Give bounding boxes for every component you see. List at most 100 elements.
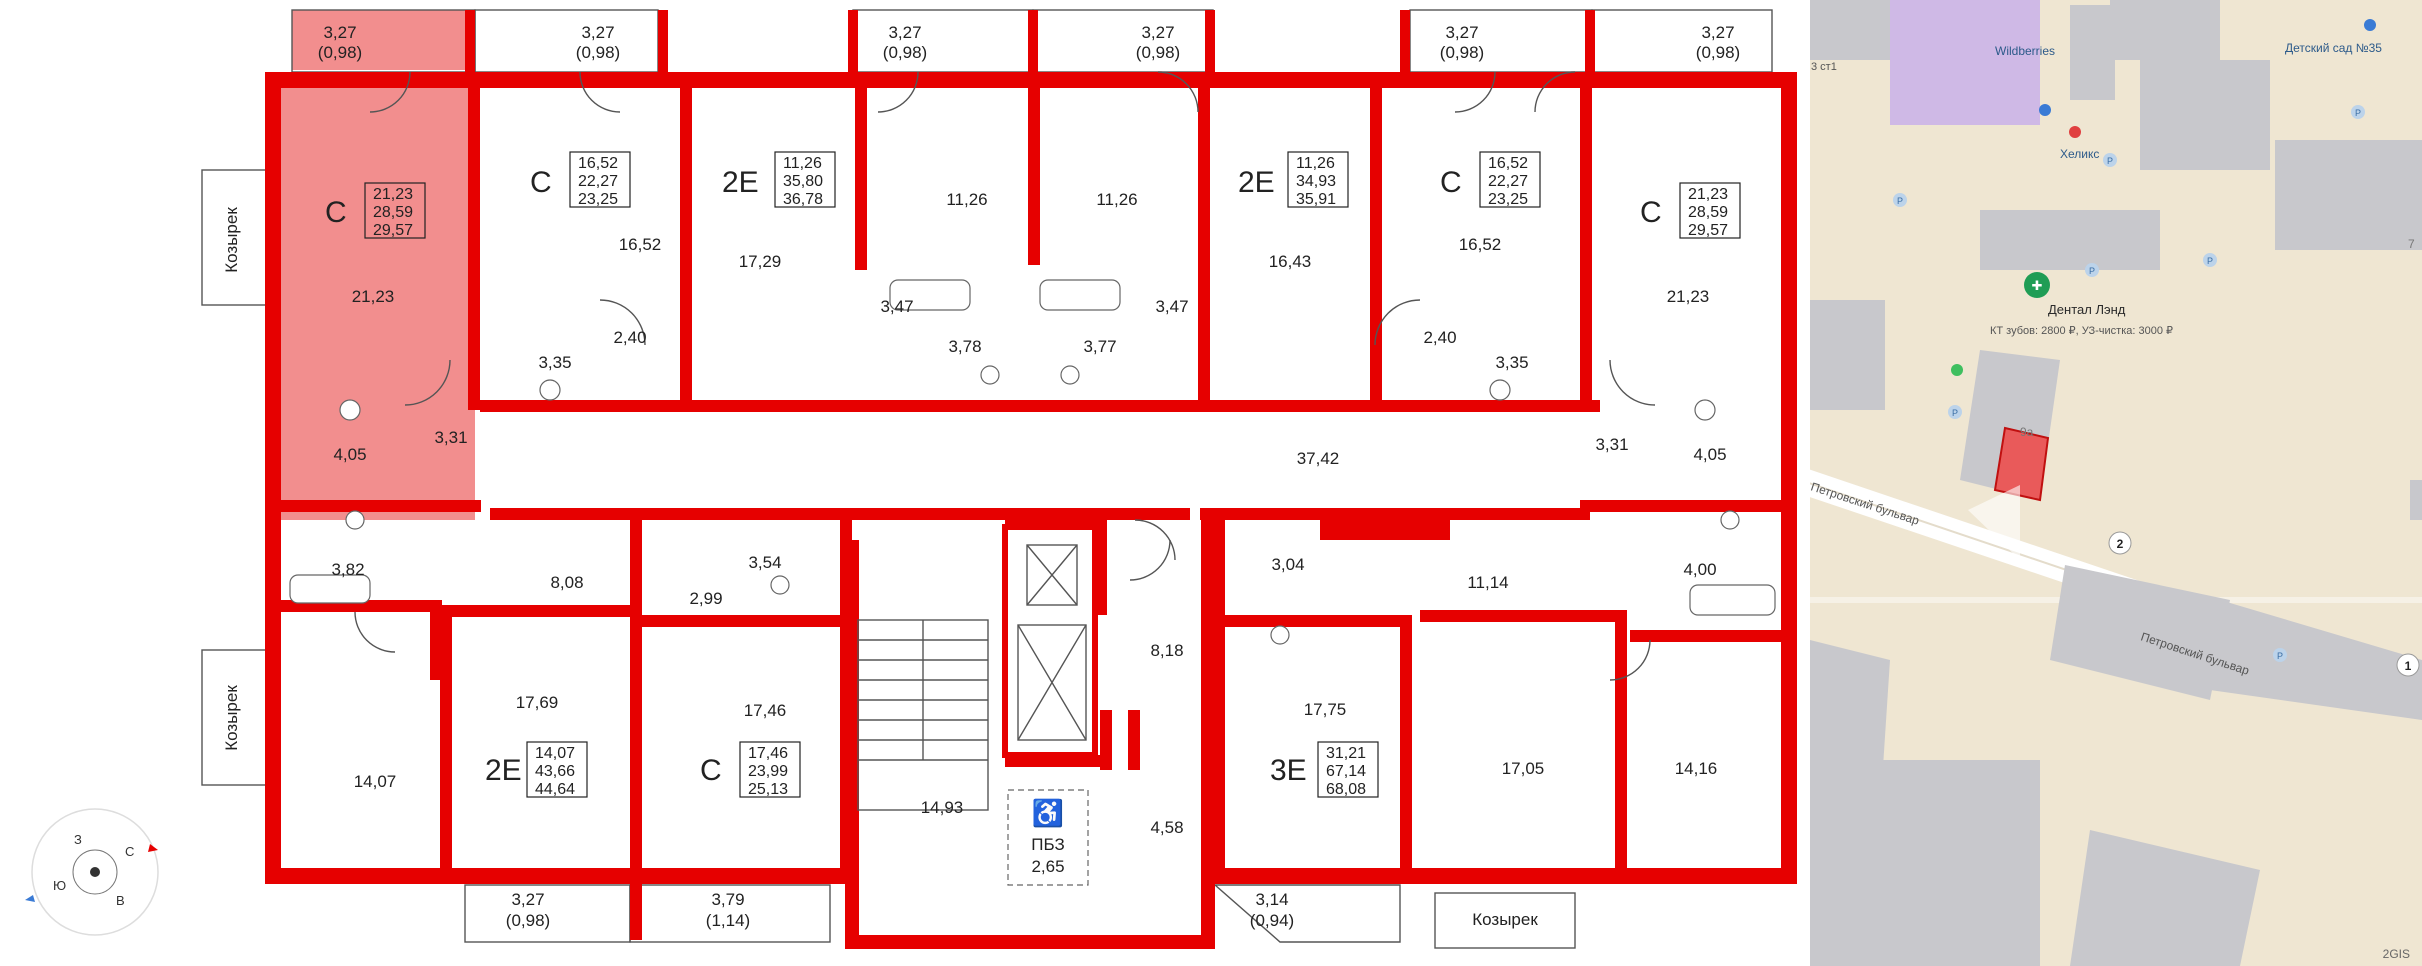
apartment-type: 2Е [485, 754, 522, 787]
svg-text:P: P [2355, 108, 2361, 118]
map-label: 7 [2408, 237, 2415, 251]
apartment-full-area: 25,13 [748, 781, 788, 798]
apartment-total-area: 22,27 [1488, 173, 1528, 190]
map-label[interactable]: Хеликс [2060, 147, 2099, 161]
apartment-badge[interactable]: 3Е 31,21 67,14 68,08 [1270, 741, 1379, 798]
balcony-area: 3,79 [711, 890, 744, 909]
compass-north: С [125, 844, 134, 859]
balcony-area: 3,27 [1701, 23, 1734, 42]
apartment-full-area: 44,64 [535, 781, 575, 798]
room-area: 17,69 [516, 693, 559, 712]
apartment-living-area: 11,26 [1296, 155, 1335, 172]
room-area: 37,42 [1297, 449, 1340, 468]
apartment-living-area: 31,21 [1326, 745, 1366, 762]
apartment-full-area: 23,25 [578, 191, 618, 208]
room-area: 17,29 [739, 252, 782, 271]
apartment-full-area: 36,78 [783, 191, 823, 208]
apartment-total-area: 23,99 [748, 763, 788, 780]
walls [265, 10, 1797, 949]
balcony-reduced-area: (0,94) [1250, 911, 1294, 930]
room-area: 21,23 [1667, 287, 1710, 306]
room-area: 3,54 [748, 553, 781, 572]
parking-icon: P P P P P P P [1893, 105, 2365, 662]
room-area: 2,40 [613, 328, 646, 347]
balcony-reduced-area: (0,98) [1136, 43, 1180, 62]
location-map[interactable]: Wildberries Детский сад №35 Хеликс Дента… [1810, 0, 2422, 966]
map-brand-logo[interactable]: 2GIS [2383, 947, 2410, 961]
tooth-icon: ✚ [2032, 278, 2043, 293]
apartment-type: 3Е [1270, 754, 1307, 787]
selected-apartment-balcony-highlight[interactable] [292, 10, 475, 70]
pharmacy-icon[interactable] [1951, 364, 1963, 376]
balcony-reduced-area: (1,14) [706, 911, 750, 930]
apartment-living-area: 16,52 [1488, 155, 1528, 172]
apartment-badge[interactable]: С 16,52 22,27 23,25 [1440, 151, 1541, 208]
map-label: 9а [2020, 425, 2034, 439]
apartment-badge[interactable]: 2Е 14,07 43,66 44,64 [485, 741, 588, 798]
balcony-reduced-area: (0,98) [576, 43, 620, 62]
room-area: 8,08 [550, 573, 583, 592]
sanitary-fixtures [289, 279, 1776, 645]
dental-clinic-icon[interactable] [2024, 272, 2050, 298]
room-area: 3,47 [880, 297, 913, 316]
apartment-badge[interactable]: С 21,23 28,59 29,57 [325, 182, 426, 239]
apartment-badge[interactable]: С 17,46 23,99 25,13 [700, 741, 801, 798]
room-area: 16,52 [619, 235, 662, 254]
room-area: 17,46 [744, 701, 787, 720]
map-canvas[interactable]: Wildberries Детский сад №35 Хеликс Дента… [1810, 0, 2422, 966]
room-area: 3,35 [1495, 353, 1528, 372]
apartment-living-area: 17,46 [748, 745, 788, 762]
selected-apartment-highlight[interactable] [275, 80, 475, 520]
map-label[interactable]: Wildberries [1995, 44, 2055, 58]
apartment-badge[interactable]: 2Е 11,26 34,93 35,91 [1238, 151, 1349, 208]
balcony-area: 3,27 [511, 890, 544, 909]
shop-icon[interactable] [2039, 104, 2051, 116]
room-area: 21,23 [352, 287, 395, 306]
selected-building-icon[interactable] [1993, 426, 2050, 502]
apartment-total-area: 67,14 [1326, 763, 1366, 780]
apartment-badge[interactable]: 2Е 11,26 35,80 36,78 [722, 151, 836, 208]
balcony-area: 3,27 [888, 23, 921, 42]
balcony-area: 3,27 [1141, 23, 1174, 42]
kindergarten-icon[interactable] [2364, 19, 2376, 31]
apartment-badge[interactable]: С 16,52 22,27 23,25 [530, 151, 631, 208]
apartment-total-area: 34,93 [1296, 173, 1336, 190]
lab-icon[interactable] [2069, 126, 2081, 138]
balcony-area: 3,14 [1255, 890, 1288, 909]
balcony-reduced-area: (0,98) [883, 43, 927, 62]
apartment-type: С [1440, 166, 1462, 199]
room-area: 11,26 [946, 190, 987, 209]
room-area: 16,43 [1269, 252, 1312, 271]
apartment-badge[interactable]: С 21,23 28,59 29,57 [1640, 182, 1741, 239]
wheelchair-icon: ♿ [1032, 798, 1064, 828]
pbz-area: 2,65 [1031, 857, 1064, 876]
balcony-reduced-area: (0,98) [1696, 43, 1740, 62]
balcony-labels: 3,27 (0,98) 3,27 (0,98) 3,27 (0,98) 3,27… [318, 23, 1740, 930]
room-area: 16,52 [1459, 235, 1502, 254]
svg-text:P: P [1952, 408, 1958, 418]
house-marker[interactable]: 2 [2108, 531, 2132, 555]
room-area: 2,99 [689, 589, 722, 608]
balcony-area: 3,27 [323, 23, 356, 42]
apartment-type: С [325, 196, 347, 229]
compass[interactable]: С В Ю З [25, 808, 159, 936]
apartment-living-area: 11,26 [783, 155, 822, 172]
room-area: 4,00 [1683, 560, 1716, 579]
canopy-label: Козырек [222, 685, 241, 751]
balcony-reduced-area: (0,98) [318, 43, 362, 62]
room-area: 3,04 [1271, 555, 1304, 574]
map-label[interactable]: Детский сад №35 [2285, 41, 2382, 55]
room-area: 14,07 [354, 772, 397, 791]
room-area: 2,40 [1423, 328, 1456, 347]
room-areas: 21,23 16,52 17,29 11,26 11,26 16,43 16,5… [331, 190, 1726, 837]
apartment-full-area: 68,08 [1326, 781, 1366, 798]
house-marker[interactable]: 1 [2396, 653, 2420, 677]
compass-south: Ю [53, 878, 66, 893]
map-label[interactable]: Дентал Лэнд [2048, 302, 2126, 317]
apartment-total-area: 22,27 [578, 173, 618, 190]
balcony-area: 3,27 [1445, 23, 1478, 42]
elevator-core [1002, 524, 1098, 758]
compass-west: З [74, 832, 82, 847]
room-area: 17,05 [1502, 759, 1545, 778]
room-area: 14,93 [921, 798, 964, 817]
